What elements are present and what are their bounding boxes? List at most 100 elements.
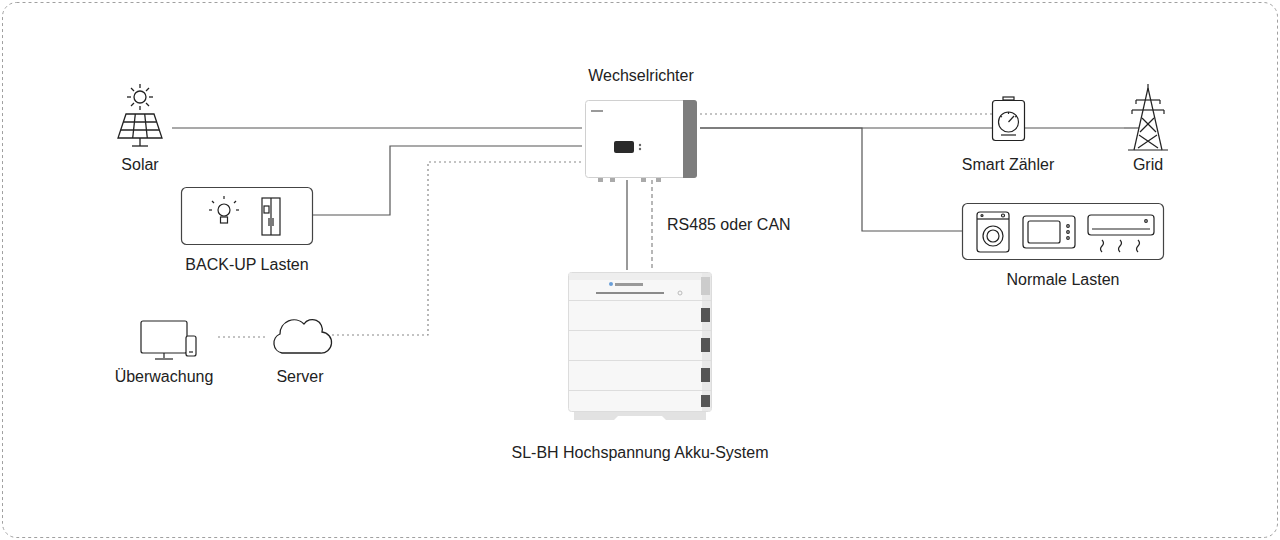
grid-tower-icon [1132, 109, 1164, 110]
solar-icon [146, 88, 149, 91]
solar-node: Solar [108, 82, 172, 176]
solar-icon [121, 129, 160, 130]
normal-loads-icon [1067, 225, 1070, 228]
normal-loads-icon [1145, 220, 1148, 223]
normal-loads-icon [963, 204, 1164, 260]
normal-loads-icon [977, 212, 1009, 252]
grid-tower-icon [1159, 100, 1160, 104]
backup-loads-icon [212, 201, 214, 203]
normal-loads-icon [1088, 215, 1154, 235]
solar-icon [145, 114, 148, 138]
monitoring-icon [186, 336, 196, 356]
normal-loads-icon [1137, 240, 1140, 252]
node-label: Grid [1133, 155, 1163, 175]
battery-illustration [574, 412, 706, 420]
normal-loads-icon [983, 226, 1003, 246]
node-label: Wechselrichter [588, 66, 694, 86]
smart-meter-icon [1000, 116, 1002, 117]
smart-meter-icon [1025, 127, 1061, 128]
backup-loads-icon [234, 201, 236, 203]
monitoring-node: Überwachung [110, 312, 218, 388]
connector-line [332, 162, 582, 335]
solar-icon [139, 138, 140, 146]
backup-loads-icon [270, 198, 271, 235]
solar-icon [131, 103, 134, 106]
battery-illustration [615, 283, 643, 286]
battery-illustration [569, 273, 711, 280]
backup-loads-icon [223, 196, 224, 199]
monitoring-icon [163, 353, 164, 358]
normal-loads-icon [987, 230, 999, 242]
inverter-illustration [683, 100, 697, 178]
inverter-illustration [641, 178, 646, 182]
monitoring-icon [141, 321, 187, 353]
inverter-node: Wechselrichter [582, 66, 700, 180]
cloud-icon [274, 320, 332, 353]
grid-tower-icon [1131, 110, 1132, 114]
battery-illustration [701, 277, 710, 295]
connector-label: RS485 oder CAN [665, 215, 793, 235]
grid-tower-icon [1140, 118, 1154, 132]
grid-tower-icon [1147, 84, 1148, 88]
normal-loads-icon [977, 218, 1009, 219]
inverter-illustration [586, 101, 697, 178]
node-label: Solar [121, 155, 158, 175]
solar-icon [123, 121, 156, 122]
monitoring-icon [189, 351, 193, 352]
connector-line [651, 180, 652, 270]
battery-illustration [569, 330, 711, 331]
battery-illustration [609, 282, 613, 286]
battery-illustration [569, 390, 711, 391]
grid-tower-icon [1142, 118, 1156, 132]
smart-meter-icon [955, 97, 1061, 141]
backup-loads-icon [236, 209, 239, 210]
load-box: Normale Lasten [962, 203, 1164, 291]
solar-icon [149, 96, 153, 97]
node-label: Server [276, 367, 323, 387]
smart-meter-icon [955, 113, 992, 114]
smart-meter-icon [1003, 97, 1014, 100]
solar-icon [146, 103, 149, 106]
grid-tower-icon [1138, 135, 1157, 148]
node-label: SL-BH Hochspannung Akku-System [511, 443, 768, 463]
smart-meter-icon [999, 112, 1019, 132]
battery-illustration [569, 360, 711, 361]
battery-illustration [596, 292, 664, 294]
battery-illustration [701, 395, 710, 407]
solar-icon [131, 88, 134, 91]
backup-loads-icon [218, 204, 230, 216]
grid-tower-icon [1124, 127, 1139, 128]
battery-illustration [569, 300, 711, 301]
solar-icon [132, 145, 148, 146]
grid-tower-icon [1134, 88, 1148, 150]
inverter-illustration [598, 178, 603, 182]
battery-illustration [569, 273, 712, 421]
normal-loads-icon [1101, 240, 1104, 252]
normal-loads-icon [1002, 214, 1005, 217]
connector-line [626, 180, 627, 270]
backup-loads-icon [182, 188, 313, 245]
backup-loads-icon [272, 218, 273, 226]
battery-illustration [569, 273, 712, 412]
inverter-illustration [591, 110, 603, 112]
connector-line [172, 127, 582, 128]
solar-icon [139, 84, 140, 88]
inverter-illustration [639, 148, 641, 150]
backup-loads-icon [221, 217, 228, 223]
grid-tower-icon [1136, 99, 1160, 100]
normal-loads-icon [963, 204, 1164, 260]
solar-icon [118, 84, 162, 146]
normal-loads-icon [1067, 237, 1070, 240]
connector-line [313, 146, 582, 215]
solar-icon [139, 106, 140, 110]
smart-meter-icon [1008, 112, 1009, 114]
inverter-illustration [586, 100, 698, 182]
backup-loads-icon [262, 198, 280, 235]
node-label: Normale Lasten [1007, 270, 1120, 290]
cloud-icon [274, 320, 332, 353]
smart-meter-icon [993, 101, 1025, 141]
backup-loads-icon [182, 188, 313, 245]
page-frame [3, 3, 1278, 538]
normal-loads-icon [1023, 216, 1075, 248]
backup-loads-icon [268, 218, 269, 226]
